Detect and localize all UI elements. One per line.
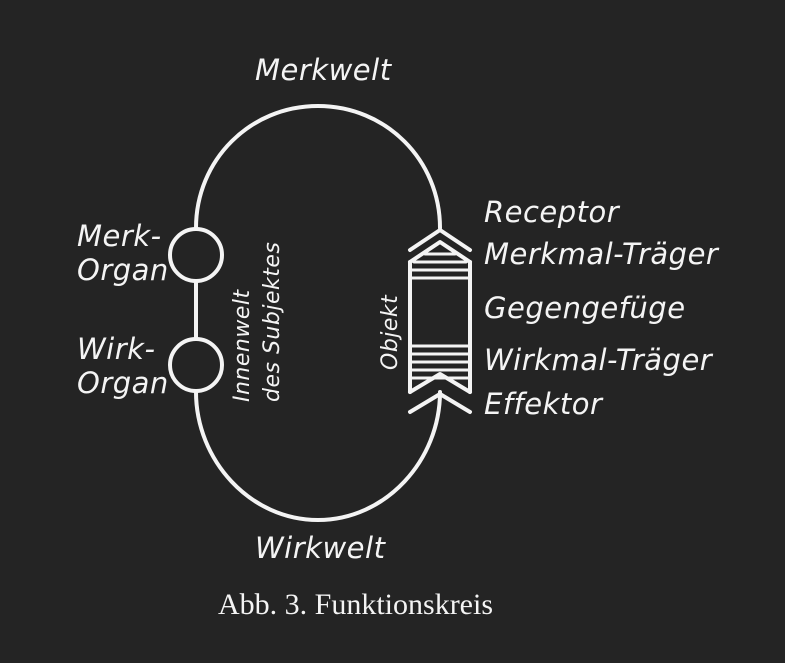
object-body	[408, 240, 472, 394]
receptor-label: Receptor	[484, 195, 620, 229]
innenwelt-label-line2: des Subjektes	[260, 241, 285, 402]
wirkwelt-label: Wirkwelt	[255, 531, 386, 565]
merkwelt-label: Merkwelt	[255, 53, 392, 87]
merkwelt-arc	[194, 104, 442, 230]
innenwelt-label-line1: Innenwelt	[230, 289, 255, 402]
effektor-chevron-inner	[408, 372, 472, 394]
figure-caption: Abb. 3. Funktionskreis	[218, 588, 494, 621]
wirkmal-traeger-label: Wirkmal-Träger	[484, 343, 713, 377]
receptor-chevron	[408, 228, 472, 252]
wirk-organ-label-line1: Wirk-	[77, 332, 156, 366]
merk-organ-label-line1: Merk-	[77, 219, 162, 253]
effektor-label: Effektor	[484, 387, 603, 421]
wirk-organ-label-line2: Organ	[77, 366, 169, 400]
objekt-label: Objekt	[378, 294, 403, 370]
merkmal-traeger-label: Merkmal-Träger	[484, 237, 719, 271]
wirk-organ-circle	[168, 337, 224, 393]
effektor-chevron	[408, 392, 472, 414]
merk-organ-label-line2: Organ	[77, 253, 169, 287]
gegengefuege-label: Gegengefüge	[484, 291, 686, 325]
wirkwelt-arc	[194, 390, 442, 522]
merk-organ-circle	[168, 227, 224, 283]
